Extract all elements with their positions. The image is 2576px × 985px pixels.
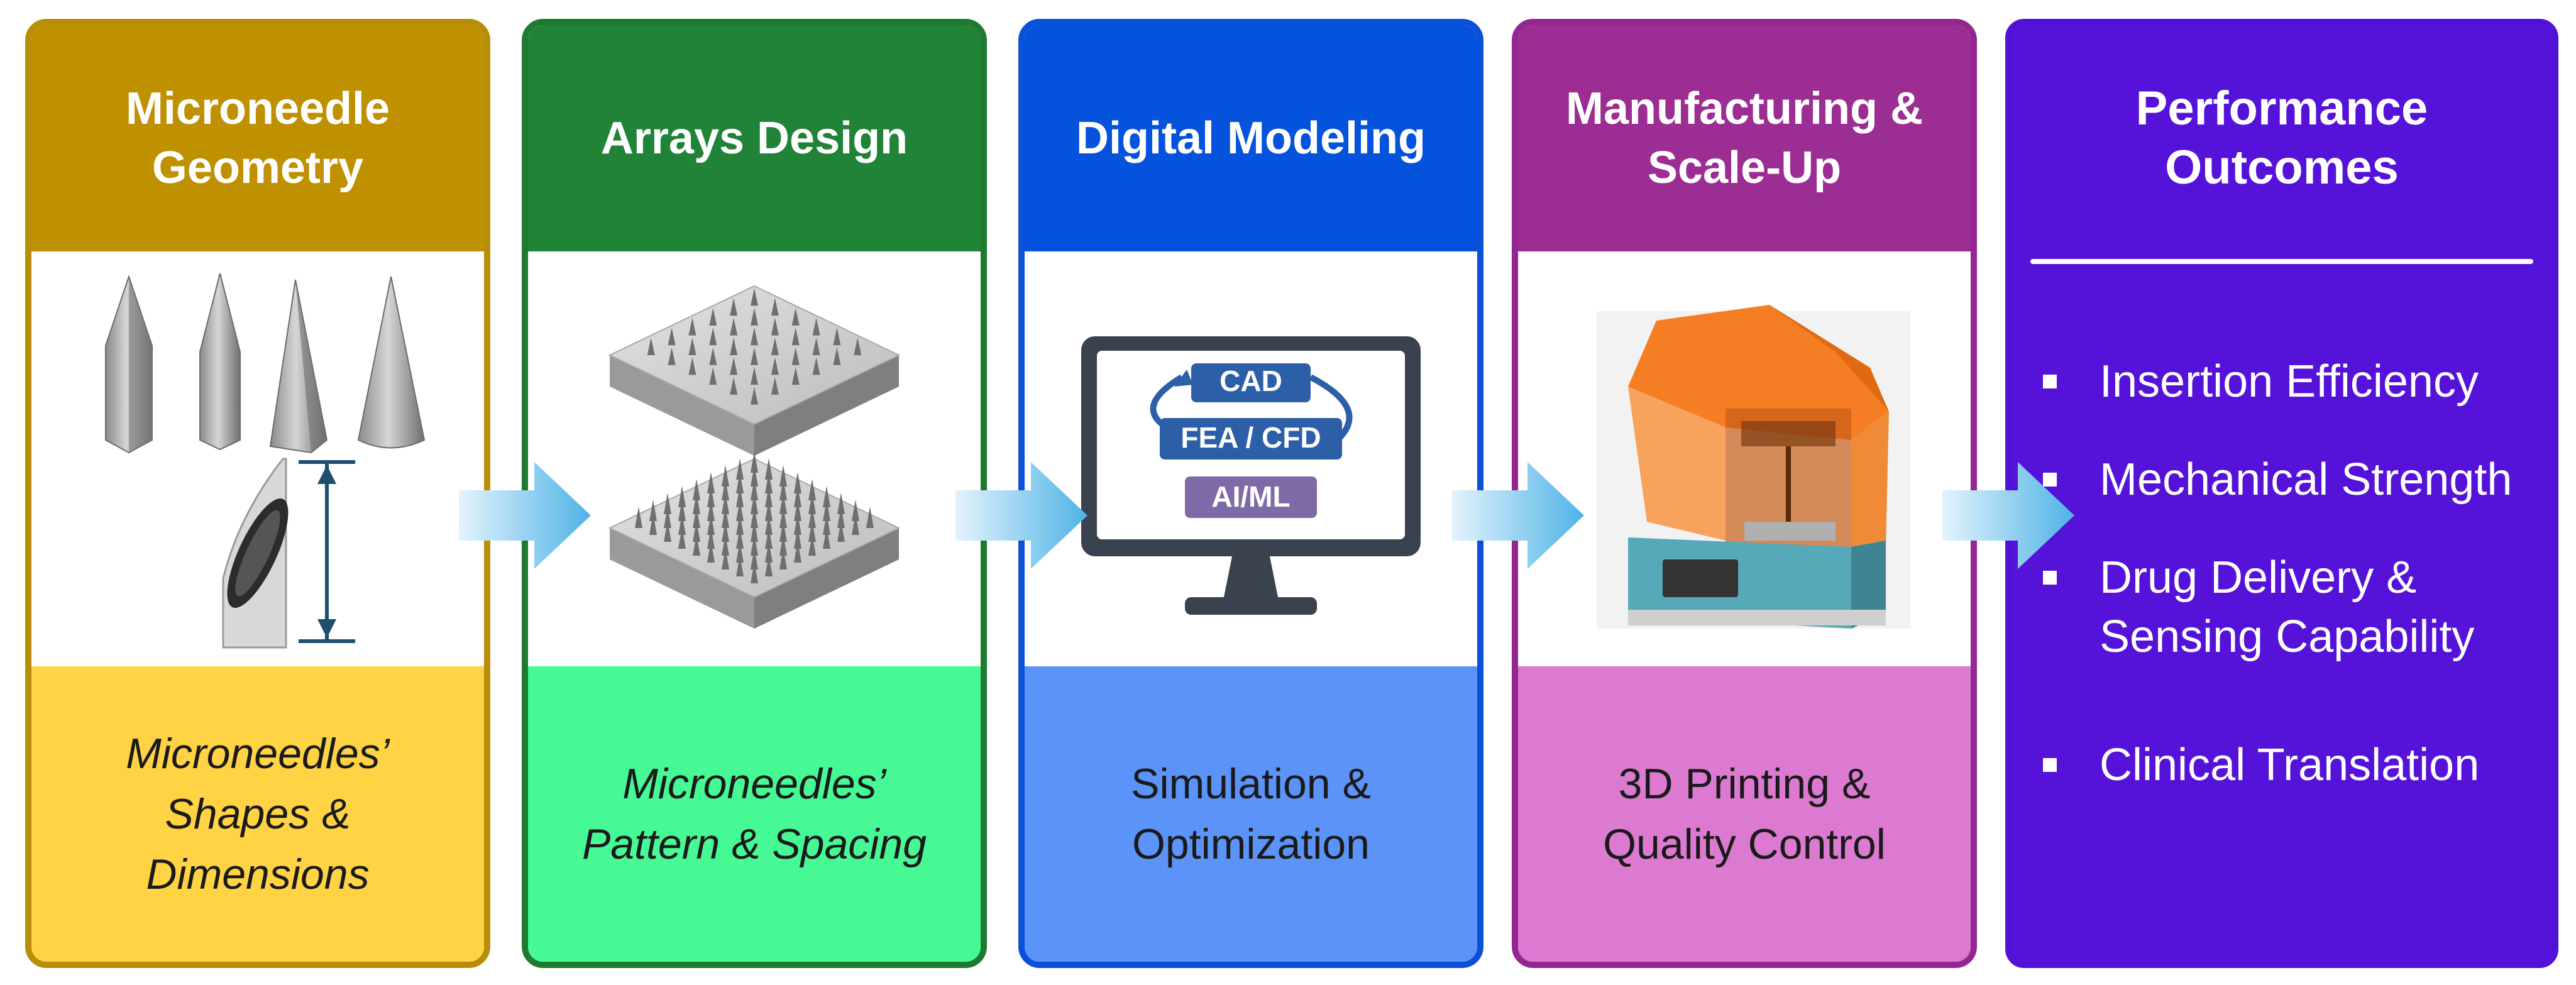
cad-label: CAD bbox=[1191, 363, 1311, 402]
list-item: Mechanical Strength bbox=[2012, 450, 2552, 509]
panel-title: Manufacturing & Scale-Up bbox=[1518, 25, 1971, 251]
svg-text:CAD: CAD bbox=[1219, 365, 1282, 397]
flow-arrow-icon bbox=[955, 462, 1087, 569]
panel-arrays-design: Arrays Design Microneedles’ Pattern & Sp… bbox=[522, 19, 987, 968]
panel-title: Performance Outcomes bbox=[2012, 25, 2552, 251]
outcomes-list: Insertion Efficiency Mechanical Strength… bbox=[2012, 352, 2552, 834]
svg-text:AI/ML: AI/ML bbox=[1211, 480, 1290, 513]
bullet-icon bbox=[2043, 758, 2057, 772]
ai-ml-label: AI/ML bbox=[1185, 476, 1317, 518]
microneedle-shapes-icon bbox=[31, 251, 484, 666]
title-divider bbox=[2030, 259, 2533, 264]
panel-performance-outcomes: Performance Outcomes Insertion Efficienc… bbox=[2005, 19, 2558, 968]
panel-microneedle-geometry: Microneedle Geometry Microneedles’ Shape… bbox=[25, 19, 490, 968]
flow-arrow-icon bbox=[1452, 462, 1584, 569]
panel-caption: Microneedles’ Shapes & Dimensions bbox=[31, 666, 484, 962]
list-item: Drug Delivery & Sensing Capability bbox=[2012, 548, 2552, 666]
svg-text:FEA / CFD: FEA / CFD bbox=[1181, 421, 1321, 454]
panel-caption: Microneedles’ Pattern & Spacing bbox=[528, 666, 981, 962]
flow-arrow-icon bbox=[1942, 462, 2074, 569]
panel-title: Microneedle Geometry bbox=[31, 25, 484, 251]
fea-cfd-label: FEA / CFD bbox=[1160, 418, 1342, 459]
bullet-icon bbox=[2043, 571, 2057, 585]
panel-manufacturing-scale-up: Manufacturing & Scale-Up 3D Printing & Q… bbox=[1512, 19, 1977, 968]
bullet-icon bbox=[2043, 473, 2057, 487]
flow-arrow-icon bbox=[459, 462, 591, 569]
panel-caption: 3D Printing & Quality Control bbox=[1518, 666, 1971, 962]
panel-title: Arrays Design bbox=[528, 25, 981, 251]
panel-caption: Simulation & Optimization bbox=[1025, 666, 1477, 962]
microneedle-array-icon bbox=[528, 251, 981, 666]
bullet-icon bbox=[2043, 375, 2057, 388]
panel-digital-modeling: Digital Modeling CAD FEA / CFD AI/ML bbox=[1018, 19, 1483, 968]
list-item: Clinical Translation bbox=[2012, 735, 2552, 795]
3d-printer-icon bbox=[1518, 251, 1971, 666]
computer-monitor-icon: CAD FEA / CFD AI/ML bbox=[1025, 251, 1477, 666]
panel-title: Digital Modeling bbox=[1025, 25, 1477, 251]
list-item: Insertion Efficiency bbox=[2012, 352, 2552, 411]
